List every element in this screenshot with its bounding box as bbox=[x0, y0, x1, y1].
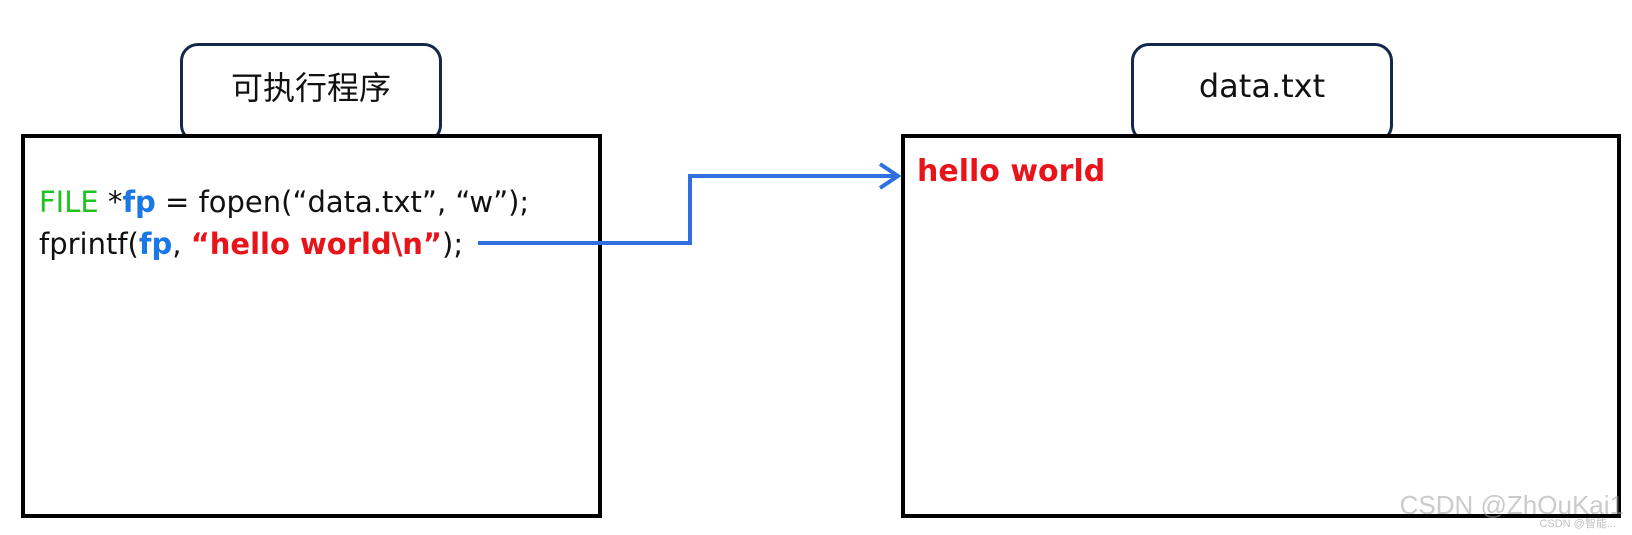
code-line-fopen: FILE *fp = fopen(“data.txt”, “w”); bbox=[39, 185, 529, 219]
file-tab-label: data.txt bbox=[1198, 67, 1326, 105]
program-tab-label: 可执行程序 bbox=[230, 69, 391, 107]
code-line-fprintf: fprintf(fp, “hello world\n”); bbox=[39, 227, 463, 261]
file-content-text: hello world bbox=[917, 154, 1106, 189]
program-panel: FILE *fp = fopen(“data.txt”, “w”); fprin… bbox=[21, 134, 602, 518]
program-tab: 可执行程序 bbox=[180, 43, 442, 143]
hello-string-literal: “hello world\n” bbox=[190, 227, 442, 261]
watermark-text: CSDN @ZhOuKai1 bbox=[1399, 490, 1624, 520]
write-arrow-path bbox=[478, 174, 895, 245]
file-panel: hello world bbox=[901, 134, 1621, 518]
statement-end: ); bbox=[442, 227, 464, 261]
pointer-symbol: * bbox=[98, 185, 123, 219]
fp-argument: fp bbox=[138, 227, 173, 261]
file-type-keyword: FILE bbox=[39, 185, 99, 219]
fp-variable: fp bbox=[122, 185, 156, 219]
file-tab: data.txt bbox=[1131, 43, 1393, 143]
fprintf-func: fprintf( bbox=[39, 227, 139, 261]
write-arrow-head bbox=[878, 162, 902, 190]
arg-separator: , bbox=[172, 227, 191, 261]
watermark-subtext: CSDN @智能... bbox=[1539, 518, 1616, 530]
fopen-call: = fopen(“data.txt”, “w”); bbox=[155, 185, 530, 219]
